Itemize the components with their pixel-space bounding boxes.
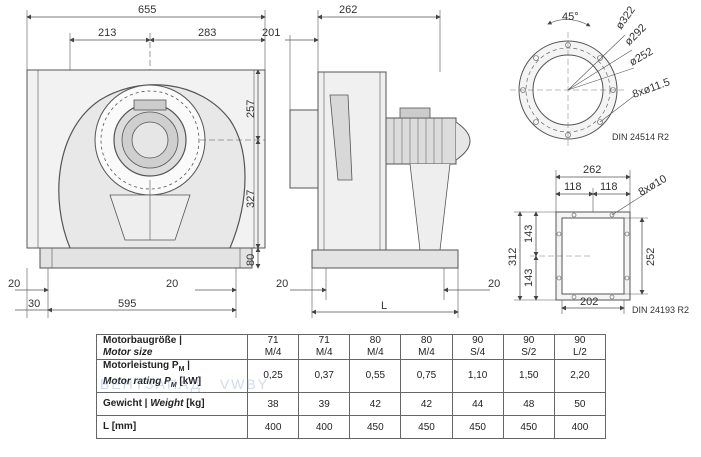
motor-size-b: L/2 [572,347,587,358]
dim-front-offset: 30 [28,298,40,310]
dim-outlet-inner-width: 202 [580,296,598,308]
table-cell: 50 [553,392,607,416]
weight-label: Gewicht | Weight [kg] [96,392,248,416]
table-cell: 42 [400,392,453,416]
table-cell: 2,20 [553,359,607,393]
motor-size-b: S/2 [521,347,537,358]
dim-front-width: 655 [138,4,156,16]
table-cell: 1,10 [451,359,504,393]
motor-size-b: S/4 [470,347,486,358]
dim-side-foot-right: 20 [488,278,500,290]
table-cell: 450 [400,415,453,439]
dim-outlet-h1: 143 [523,225,535,243]
table-cell: 0,37 [298,359,351,393]
table-cell: 39 [298,392,351,416]
weight-label-en: Weight [150,398,184,409]
motor-rating-label: Motorleistung PM | Motor rating PM [kW] [96,359,248,393]
table-cell: 400 [553,415,607,439]
table-cell: 42 [349,392,402,416]
dim-front-base-width: 595 [118,298,136,310]
table-cell: 48 [502,392,555,416]
motor-size-a: 71 [318,335,330,346]
dim-flange-angle: 45° [562,11,579,23]
dim-front-height-lower: 327 [245,190,257,208]
flange-norm-label: DIN 24514 R2 [612,132,669,142]
table-cell: 450 [349,415,402,439]
weight-label-de: Gewicht | [103,398,148,409]
dim-side-length: L [381,300,387,312]
outlet-norm-label: DIN 24193 R2 [632,305,689,315]
motor-rating-label-de: Motorleistung P [103,360,179,371]
table-cell: 0,55 [349,359,402,393]
dim-outlet-width: 262 [583,164,601,176]
inlet-flange-view [510,19,635,148]
dim-side-foot-left: 20 [276,278,288,290]
motor-size-label: Motorbaugröße | Motor size [96,334,248,360]
front-view [15,10,266,318]
dim-outlet-h-inner: 252 [645,248,657,266]
motor-size-a: 80 [420,335,433,346]
table-cell: 1,50 [502,359,555,393]
table-cell: 400 [246,415,300,439]
table-row-length: L [mm] 400 400 450 450 450 450 400 [96,415,607,439]
dim-front-left: 213 [98,27,116,39]
table-cell: 400 [298,415,351,439]
length-label: L [mm] [96,415,248,439]
motor-size-a: 90 [523,335,535,346]
dim-outlet-half2: 118 [600,181,618,193]
motor-size-a: 80 [369,335,381,346]
dim-flange-holes: 8xø11.5 [631,76,672,101]
motor-size-b: M/4 [264,347,282,358]
table-cell: 450 [451,415,504,439]
dim-outlet-h-total: 312 [507,248,519,266]
motor-rating-unit: [kW] [176,376,202,387]
dim-outlet-holes: 8xø10 [637,173,669,199]
motor-size-b: M/4 [418,347,435,358]
dim-outlet-half1: 118 [564,181,582,193]
dim-flange-d3: ø252 [628,46,656,69]
dim-outlet-h2: 143 [523,269,535,287]
motor-size-b: M/4 [367,347,384,358]
motor-rating-sep: | [184,360,190,371]
dim-front-base: 80 [245,254,257,266]
table-cell: 0,25 [246,359,300,393]
table-cell: 38 [246,392,300,416]
dim-front-foot-left: 20 [8,278,20,290]
motor-rating-sub-en: M [170,382,177,389]
motor-size-label-de: Motorbaugröße | [103,335,182,346]
table-cell: 44 [451,392,504,416]
dim-side-inlet: 201 [262,27,280,39]
dim-front-right: 283 [198,27,216,39]
dim-side-width: 262 [339,4,357,16]
side-view [285,10,490,318]
table-cell: 450 [502,415,555,439]
motor-rating-sub-de: M [178,366,185,373]
motor-size-a: 71 [267,335,279,346]
motor-size-b: M/4 [315,347,333,358]
dim-front-foot-mid: 20 [166,278,178,290]
motor-size-a: 90 [472,335,484,346]
dim-front-height-upper: 257 [245,100,257,118]
motor-size-label-en: Motor size [103,347,153,358]
weight-label-unit: [kg] [183,398,205,409]
table-row-motor-rating: Motorleistung PM | Motor rating PM [kW] … [96,359,607,393]
motor-size-a: 90 [574,335,586,346]
outlet-flange-view [514,170,649,314]
table-row-weight: Gewicht | Weight [kg] 38 39 42 42 44 48 … [96,392,607,416]
motor-rating-label-en: Motor rating P [103,376,171,387]
table-cell: 0,75 [400,359,453,393]
